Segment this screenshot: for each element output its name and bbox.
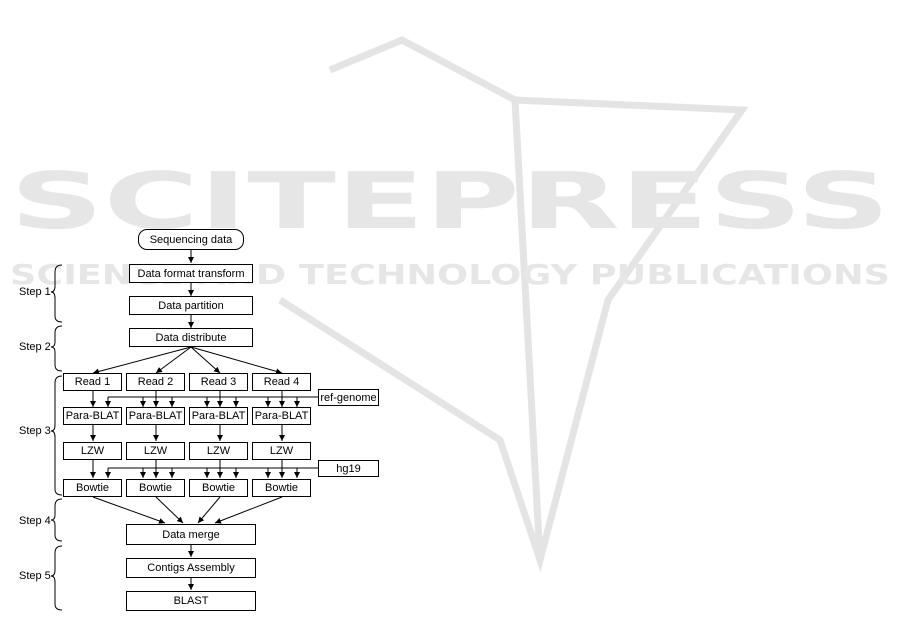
para-blat-3-node: Para-BLAT	[189, 407, 248, 425]
read-4-node: Read 4	[252, 373, 311, 391]
sequencing-data-node: Sequencing data	[138, 229, 244, 250]
data-format-transform-node: Data format transform	[129, 264, 253, 283]
data-merge-node: Data merge	[126, 524, 256, 545]
bowtie-3-node: Bowtie	[189, 479, 248, 497]
read-2-node: Read 2	[126, 373, 185, 391]
step-4-label: Step 4	[19, 515, 51, 527]
bowtie-1-node: Bowtie	[63, 479, 122, 497]
lzw-1-node: LZW	[63, 442, 122, 460]
bowtie-4-node: Bowtie	[252, 479, 311, 497]
lzw-3-node: LZW	[189, 442, 248, 460]
para-blat-4-node: Para-BLAT	[252, 407, 311, 425]
step-2-label: Step 2	[19, 341, 51, 353]
ref-genome-node: ref-genome	[318, 389, 379, 406]
para-blat-1-node: Para-BLAT	[63, 407, 122, 425]
blast-node: BLAST	[126, 591, 256, 611]
step-5-label: Step 5	[19, 570, 51, 582]
contigs-assembly-node: Contigs Assembly	[126, 558, 256, 578]
data-distribute-node: Data distribute	[129, 328, 253, 347]
bowtie-2-node: Bowtie	[126, 479, 185, 497]
read-1-node: Read 1	[63, 373, 122, 391]
data-partition-node: Data partition	[129, 296, 253, 315]
step-3-label: Step 3	[19, 425, 51, 437]
step-1-label: Step 1	[19, 286, 51, 298]
lzw-2-node: LZW	[126, 442, 185, 460]
lzw-4-node: LZW	[252, 442, 311, 460]
book-watermark-icon	[278, 36, 749, 573]
hg19-node: hg19	[318, 460, 379, 477]
read-3-node: Read 3	[189, 373, 248, 391]
para-blat-2-node: Para-BLAT	[126, 407, 185, 425]
